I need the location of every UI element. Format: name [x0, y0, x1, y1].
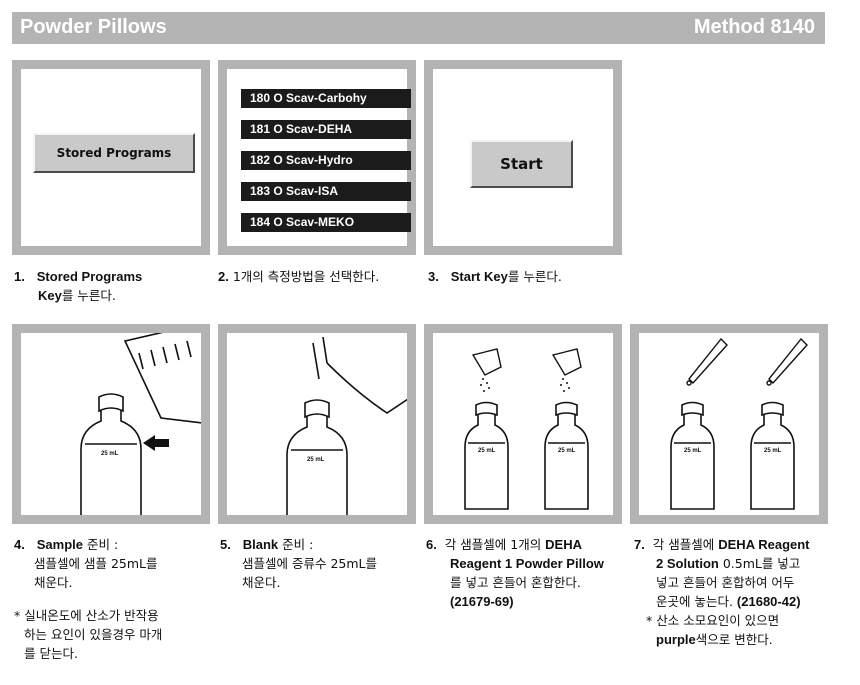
program-item-183[interactable]: 183 O Scav-ISA [241, 182, 411, 201]
stored-programs-button-label: Stored Programs [56, 146, 172, 160]
vial-icon [670, 401, 715, 510]
sample-pour-illustration: 25 mL [80, 333, 201, 515]
stored-programs-button[interactable]: Stored Programs [33, 133, 195, 173]
step6-caption: 6. 각 샘플셀에 1개의 DEHA Reagent 1 Powder Pill… [426, 537, 604, 609]
program-item-184[interactable]: 184 O Scav-MEKO [241, 213, 411, 232]
vial-fill-label: 25 mL [307, 457, 325, 463]
step4-caption: 4. Sample 준비 : 샘플셀에 샘플 25mL를 채운다. * 실내온도… [14, 535, 214, 663]
powder-particles [480, 378, 570, 392]
vial-icon [80, 393, 142, 515]
beaker-icon [123, 333, 201, 424]
vial-fill-label: 25 mL [558, 448, 576, 454]
step2-caption: 2. 1개의 측정방법을 선택한다. [218, 269, 380, 284]
program-item-182[interactable]: 182 O Scav-Hydro [241, 151, 411, 170]
start-button-label: Start [500, 155, 543, 173]
step1-caption: 1. Stored Programs Key를 누른다. [14, 269, 143, 303]
blank-pour-illustration: 25 mL [286, 336, 407, 515]
step3-caption: 3. Start Key를 누른다. [428, 269, 562, 284]
wash-bottle-icon [312, 336, 407, 414]
program-item-180[interactable]: 180 O Scav-Carbohy [241, 89, 411, 108]
vial-fill-label: 25 mL [764, 448, 782, 454]
step4-panel: 25 mL [12, 324, 210, 524]
step7-panel: 25 mL 25 mL [630, 324, 828, 524]
vial-icon [464, 401, 509, 510]
powder-pillow-illustration: 25 mL 25 mL [464, 348, 589, 510]
vial-icon [286, 399, 348, 515]
vial-fill-label: 25 mL [101, 451, 119, 457]
start-button[interactable]: Start [470, 140, 573, 188]
vial-fill-label: 25 mL [478, 448, 496, 454]
step7-caption: 7. 각 샘플셀에 DEHA Reagent 2 Solution 0.5mL를… [634, 537, 810, 647]
page-title: Powder Pillows [20, 16, 167, 38]
step6-panel: 25 mL 25 mL [424, 324, 622, 524]
step5-panel: 25 mL [218, 324, 416, 524]
arrow-left-icon [143, 435, 169, 451]
step4-note: * 실내온도에 산소가 반작용 하는 요인이 있을경우 마개 를 닫는다. [14, 608, 163, 661]
step3-panel: Start [424, 60, 622, 255]
step5-caption: 5. Blank 준비 : 샘플셀에 증류수 25mL를 채운다. [220, 537, 377, 590]
powder-pillow-icon [471, 348, 582, 376]
program-item-181[interactable]: 181 O Scav-DEHA [241, 120, 411, 139]
vial-icon [544, 401, 589, 510]
step2-panel: 180 O Scav-Carbohy 181 O Scav-DEHA 182 O… [218, 60, 416, 255]
dropper-icon [686, 337, 808, 386]
dropper-illustration: 25 mL 25 mL [670, 337, 808, 510]
method-number: Method 8140 [693, 16, 815, 38]
vial-icon [750, 401, 795, 510]
step1-panel: Stored Programs [12, 60, 210, 255]
vial-fill-label: 25 mL [684, 448, 702, 454]
header-bar: Powder Pillows Method 8140 [12, 12, 825, 44]
